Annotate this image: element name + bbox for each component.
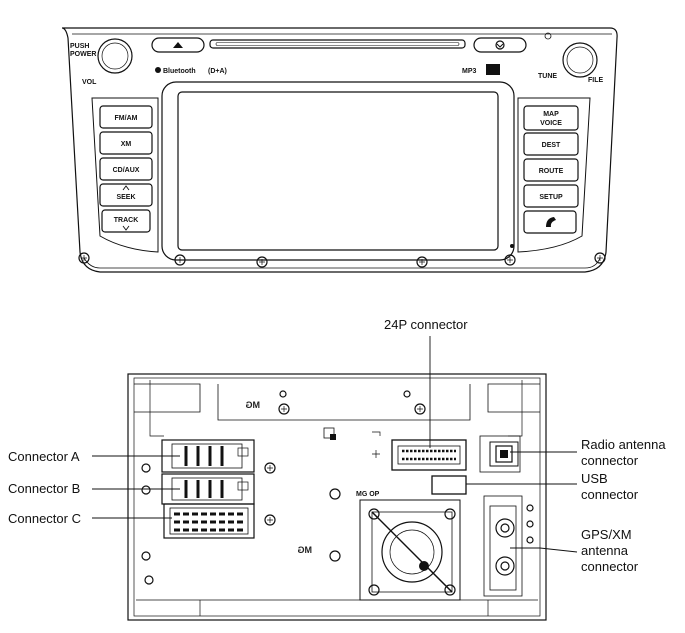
right-button-3-label: SETUP	[539, 194, 563, 201]
right-button-0-label-1: MAP	[543, 111, 559, 118]
connector-24p	[391, 439, 467, 471]
rear-panel: MG MG	[92, 336, 578, 621]
callout-connector-a: Connector A	[8, 449, 80, 464]
rear-screws	[141, 390, 534, 585]
left-button-1[interactable]: XM	[99, 131, 153, 155]
tune-knob[interactable]	[562, 42, 598, 78]
left-button-4[interactable]: TRACK	[101, 209, 151, 233]
eject-right-button[interactable]	[473, 37, 527, 53]
vol-label: VOL	[82, 79, 97, 86]
left-button-column: FM/AM XM CD/AUX SEEK TRACK	[91, 97, 159, 253]
tune-label: TUNE	[538, 73, 557, 80]
callout-radio-antenna-1: Radio antenna	[581, 437, 666, 452]
right-button-0[interactable]: MAP VOICE	[523, 105, 579, 131]
left-button-3-label: SEEK	[116, 194, 135, 201]
callout-usb-2: connector	[581, 487, 639, 502]
right-button-1[interactable]: DEST	[523, 132, 579, 156]
left-button-0-label: FM/AM	[115, 115, 138, 122]
vol-knob[interactable]	[97, 38, 133, 74]
front-panel: PUSH POWER VOL TUNE FILE Bluetooth (D+A)…	[61, 27, 618, 273]
connector-c	[163, 503, 255, 539]
callout-connector-b: Connector B	[8, 481, 81, 496]
front-screws	[78, 252, 606, 268]
right-button-3[interactable]: SETUP	[523, 184, 579, 208]
bluetooth-label: Bluetooth	[163, 68, 196, 75]
right-button-1-label: DEST	[542, 142, 561, 149]
radio-antenna-connector	[479, 435, 521, 473]
file-label: FILE	[588, 77, 603, 84]
push-power-label-1: PUSH	[70, 43, 89, 50]
media-logo-icon	[486, 64, 500, 75]
eject-left-button[interactable]	[151, 37, 205, 53]
mirrored-mark-top: MG	[246, 400, 261, 410]
left-button-2[interactable]: CD/AUX	[99, 157, 153, 181]
dolby-label: (D+A)	[208, 68, 227, 75]
phone-icon	[546, 217, 556, 227]
callout-gps-xm-3: connector	[581, 559, 639, 574]
left-button-1-label: XM	[121, 141, 132, 148]
right-button-2-label: ROUTE	[539, 168, 564, 175]
display-screen	[177, 91, 499, 251]
display-screen-outer	[161, 81, 515, 261]
callout-gps-xm-1: GPS/XM	[581, 527, 632, 542]
pcb-mark: MG OP	[356, 491, 380, 498]
left-button-0[interactable]: FM/AM	[99, 105, 153, 129]
right-button-0-label-2: VOICE	[540, 120, 562, 127]
callout-radio-antenna-2: connector	[581, 453, 639, 468]
callout-gps-xm-2: antenna	[581, 543, 628, 558]
callout-24p-connector: 24P connector	[384, 317, 468, 332]
right-button-2[interactable]: ROUTE	[523, 158, 579, 182]
cd-slot	[209, 39, 466, 49]
bluetooth-icon	[155, 67, 161, 73]
rear-housing	[127, 373, 547, 621]
push-power-label-2: POWER	[70, 51, 96, 58]
mp3-label: MP3	[462, 68, 477, 75]
left-button-4-label: TRACK	[114, 217, 139, 224]
usb-connector	[431, 475, 467, 495]
right-button-column: MAP VOICE DEST ROUTE SETUP	[510, 97, 591, 253]
callout-connector-c: Connector C	[8, 511, 81, 526]
phone-button[interactable]	[523, 210, 577, 234]
mirrored-mark-bottom: MG	[298, 545, 313, 555]
callout-usb-1: USB	[581, 471, 608, 486]
fan-housing	[359, 499, 461, 601]
left-button-3[interactable]: SEEK	[99, 183, 153, 207]
left-button-2-label: CD/AUX	[113, 167, 140, 174]
leader-lines	[92, 336, 578, 553]
gps-xm-antenna-connector	[483, 495, 523, 597]
front-bezel	[61, 27, 618, 273]
